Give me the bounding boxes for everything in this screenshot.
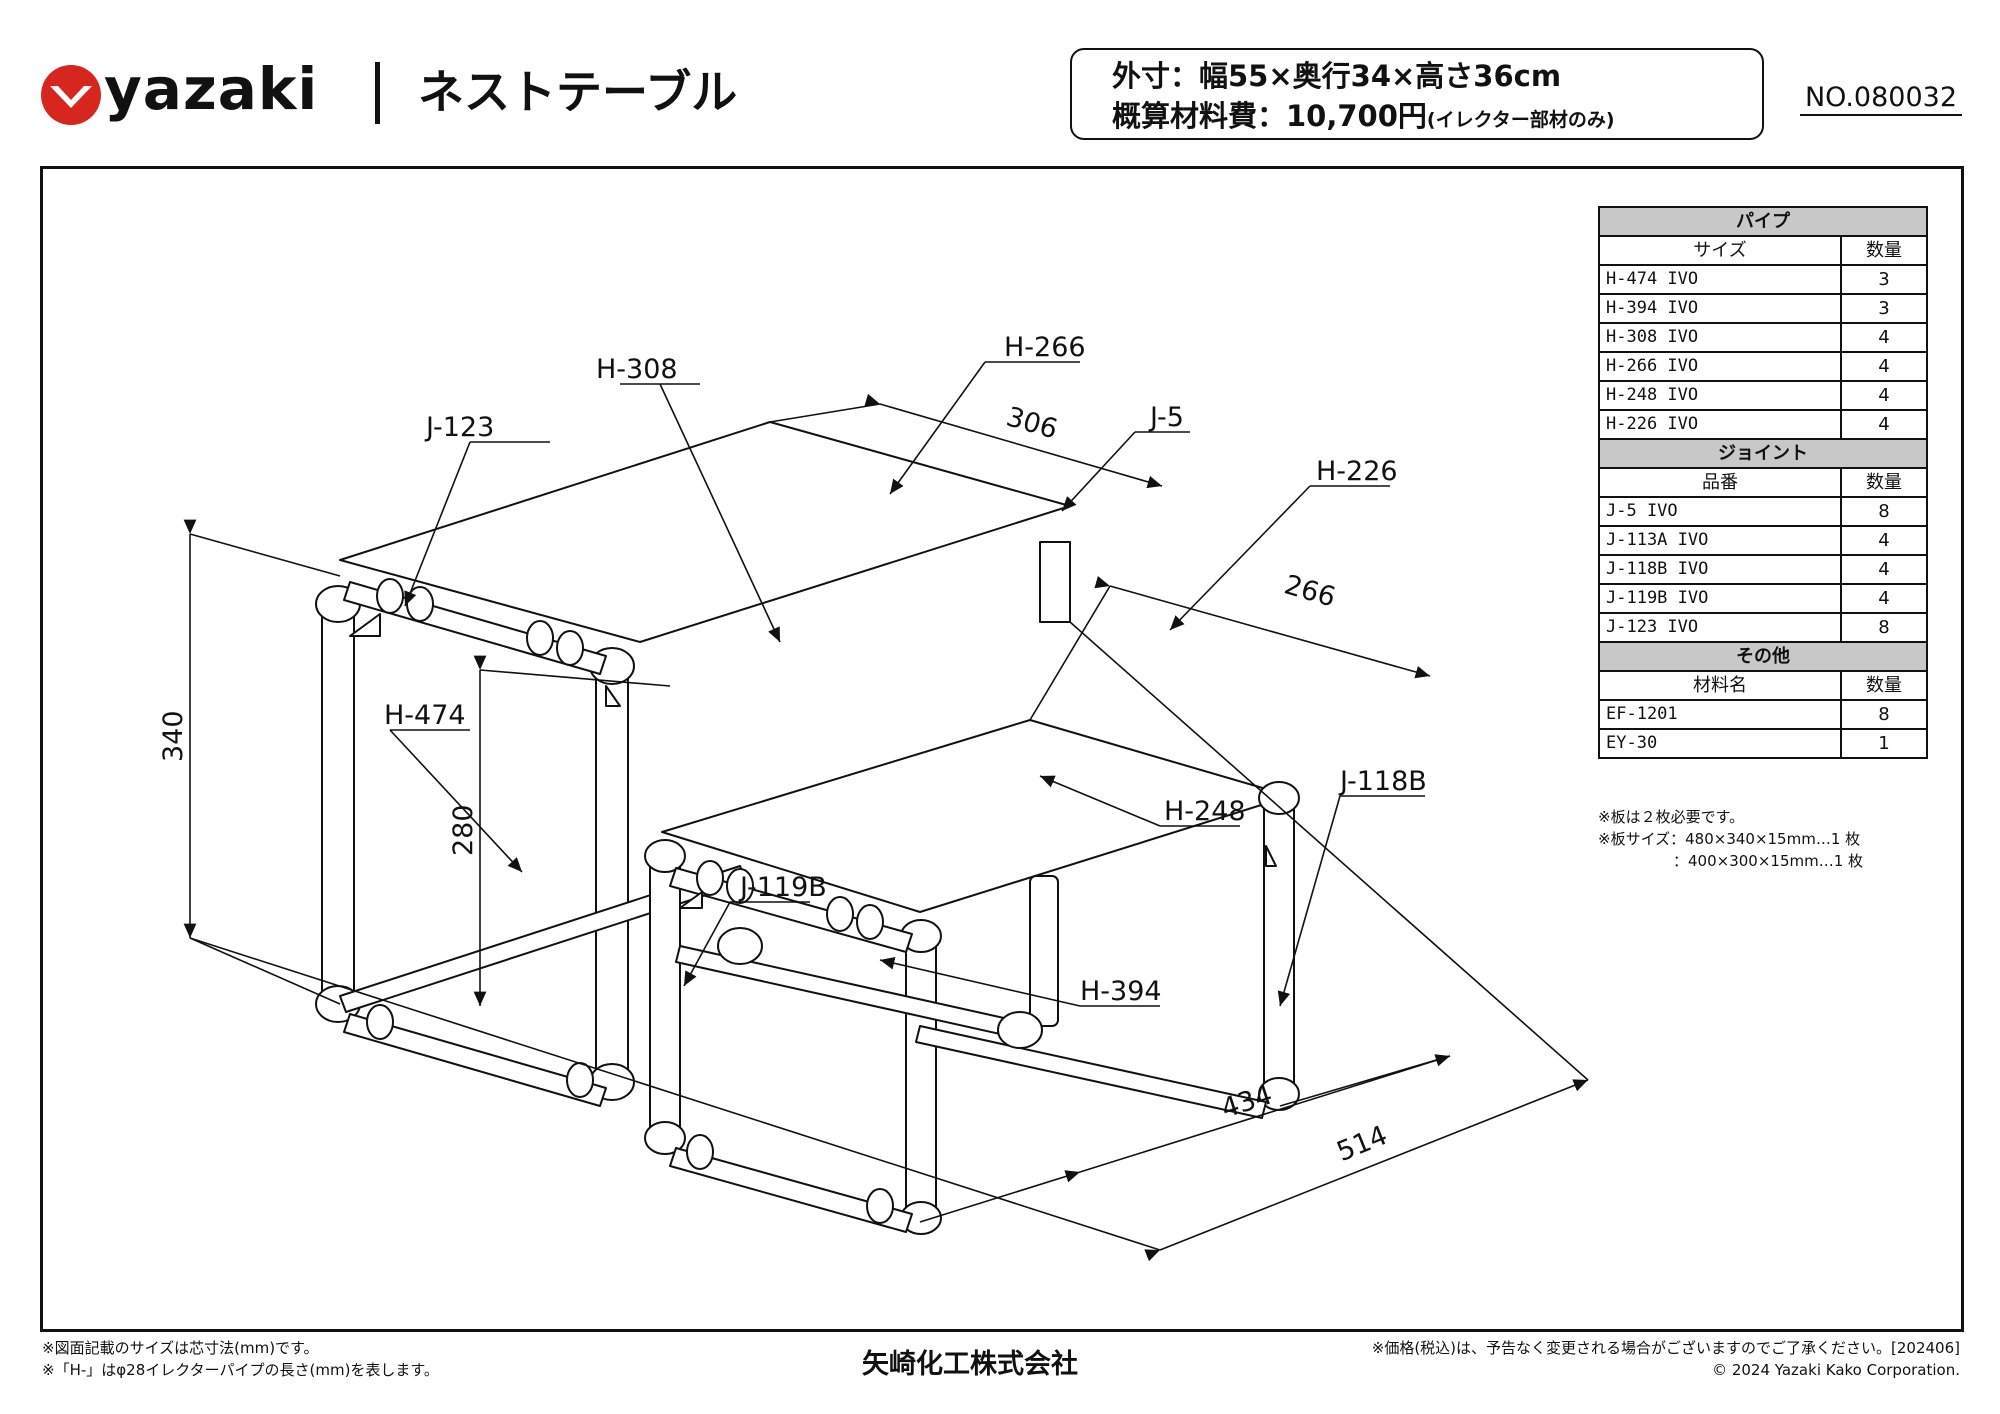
part-qty: 4 (1840, 380, 1928, 411)
joint-header-code: 品番 (1598, 467, 1842, 498)
part-qty: 8 (1840, 612, 1928, 643)
pipe-header-qty: 数量 (1840, 235, 1928, 266)
price-disclaimer: ※価格(税込)は、予告なく変更される場合がございますのでご了承ください。[202… (1371, 1339, 1960, 1357)
other-header-qty: 数量 (1840, 670, 1928, 701)
part-qty: 4 (1840, 554, 1928, 585)
part-qty: 4 (1840, 409, 1928, 440)
yazaki-logo-icon (41, 65, 101, 125)
dim-434: 434 (1218, 1079, 1277, 1124)
drawing-frame (40, 166, 1964, 1332)
other-section-title: その他 (1598, 641, 1928, 672)
part-name: H-266 IVO (1598, 351, 1842, 382)
assembly-drawing: J-123 H-308 H-266 J-5 H-226 H-474 H-248 … (158, 332, 1589, 1262)
dimensions-text: 外寸：幅55×奥行34×高さ36cm (1112, 59, 1562, 93)
part-qty: 3 (1840, 264, 1928, 295)
page-title: ネストテーブル (418, 65, 738, 119)
label-j119b: J-119B (738, 872, 827, 903)
dim-306: 306 (1003, 401, 1061, 445)
part-name: H-394 IVO (1598, 293, 1842, 324)
board-size-note: ：400×300×15mm…1 枚 (1598, 852, 1864, 870)
dim-280: 280 (448, 804, 479, 856)
footer-note: ※「H-」はφ28イレクターパイプの長さ(mm)を表します。 (42, 1361, 439, 1379)
part-qty: 4 (1840, 525, 1928, 556)
part-name: J-5 IVO (1598, 496, 1842, 527)
price-text: 概算材料費：10,700円 (1112, 99, 1427, 133)
part-qty: 8 (1840, 496, 1928, 527)
part-qty: 3 (1840, 293, 1928, 324)
part-name: H-474 IVO (1598, 264, 1842, 295)
part-name: J-113A IVO (1598, 525, 1842, 556)
label-h226: H-226 (1316, 456, 1398, 487)
label-j118b: J-118B (1338, 766, 1427, 797)
part-name: H-226 IVO (1598, 409, 1842, 440)
board-note: ※板は２枚必要です。 (1598, 808, 1745, 826)
part-name: EY-30 (1598, 728, 1842, 759)
spec-box: 外寸：幅55×奥行34×高さ36cm 概算材料費：10,700円(イレクター部材… (1070, 48, 1764, 140)
footer-note: ※図面記載のサイズは芯寸法(mm)です。 (42, 1339, 319, 1357)
part-qty: 4 (1840, 351, 1928, 382)
label-j5: J-5 (1148, 402, 1184, 433)
part-qty: 8 (1840, 699, 1928, 730)
price-line: 概算材料費：10,700円(イレクター部材のみ) (1112, 96, 1722, 140)
board-size-note: ※板サイズ：480×340×15mm…1 枚 (1598, 830, 1861, 848)
dim-266: 266 (1281, 569, 1339, 613)
part-name: H-308 IVO (1598, 322, 1842, 353)
part-name: H-248 IVO (1598, 380, 1842, 411)
joint-section-title: ジョイント (1598, 438, 1928, 469)
label-h266: H-266 (1004, 332, 1086, 363)
copyright: © 2024 Yazaki Kako Corporation. (1712, 1361, 1960, 1379)
label-h474: H-474 (384, 700, 466, 731)
label-h308: H-308 (596, 354, 678, 385)
label-h248: H-248 (1164, 796, 1246, 827)
joint-header-qty: 数量 (1840, 467, 1928, 498)
part-name: J-119B IVO (1598, 583, 1842, 614)
pipe-header-size: サイズ (1598, 235, 1842, 266)
company-name: 矢崎化工株式会社 (862, 1349, 1078, 1380)
price-note: (イレクター部材のみ) (1426, 109, 1615, 131)
brand-logo-text: yazaki (104, 55, 319, 123)
part-qty: 4 (1840, 583, 1928, 614)
label-h394: H-394 (1080, 976, 1162, 1007)
other-header-name: 材料名 (1598, 670, 1842, 701)
title-divider (375, 62, 380, 124)
label-j123: J-123 (424, 412, 494, 443)
document-number: NO.080032 (1800, 82, 1962, 116)
part-name: EF-1201 (1598, 699, 1842, 730)
part-qty: 1 (1840, 728, 1928, 759)
part-name: J-118B IVO (1598, 554, 1842, 585)
pipe-section-title: パイプ (1598, 206, 1928, 237)
dim-340: 340 (158, 710, 189, 762)
part-name: J-123 IVO (1598, 612, 1842, 643)
part-qty: 4 (1840, 322, 1928, 353)
